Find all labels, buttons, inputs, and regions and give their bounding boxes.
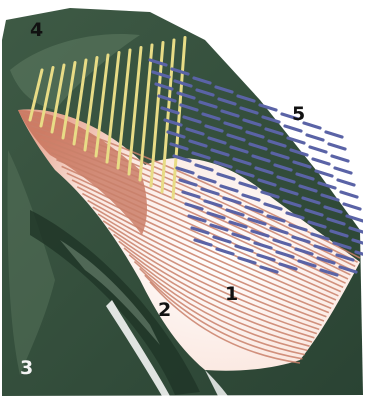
label-1: 1 bbox=[225, 285, 238, 304]
label-2: 2 bbox=[158, 301, 171, 320]
label-4: 4 bbox=[30, 21, 43, 40]
label-3: 3 bbox=[20, 359, 33, 378]
label-5: 5 bbox=[292, 105, 305, 124]
